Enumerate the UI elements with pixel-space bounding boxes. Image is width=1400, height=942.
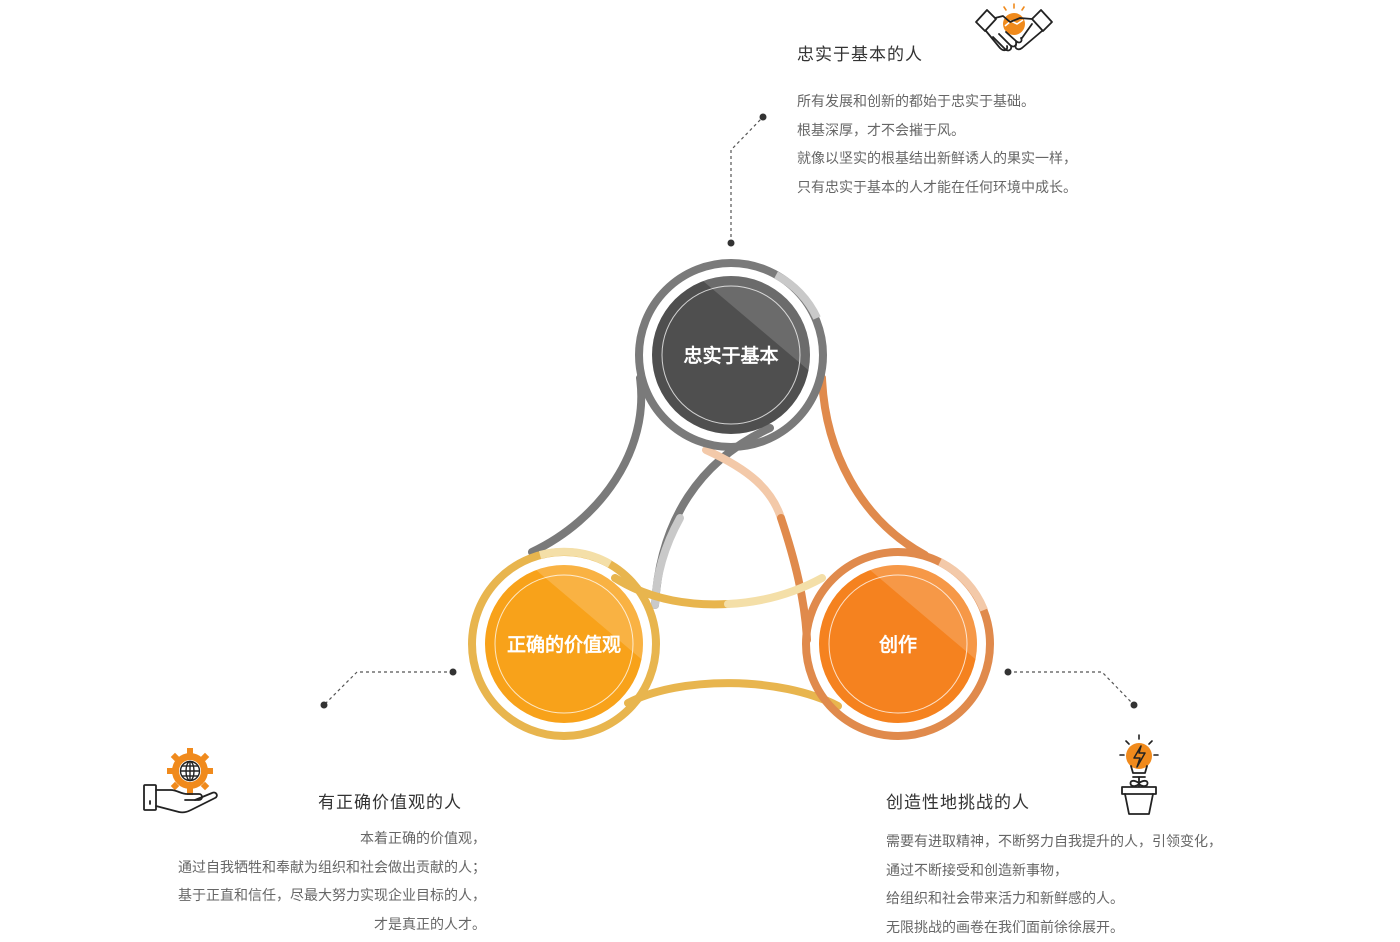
block-line: 通过自我牺牲和奉献为组织和社会做出贡献的人； — [120, 854, 486, 883]
block-line: 才是真正的人才。 — [120, 911, 486, 940]
block-right-values: 有正确价值观的人 本着正确的价值观， 通过自我牺牲和奉献为组织和社会做出贡献的人… — [120, 788, 486, 939]
block-line: 通过不断接受和创造新事物， — [886, 857, 1222, 886]
block-line: 根基深厚，才不会摧于风。 — [797, 117, 1077, 146]
block-line: 只有忠实于基本的人才能在任何环境中成长。 — [797, 174, 1077, 203]
leader-left — [324, 672, 453, 705]
node-right: 创作 — [806, 552, 990, 736]
ribbon-center-orange — [781, 518, 807, 640]
node-top: 忠实于基本 — [639, 263, 823, 447]
block-title: 创造性地挑战的人 — [886, 788, 1222, 813]
node-left: 正确的价值观 — [472, 552, 656, 736]
block-line: 所有发展和创新的都始于忠实于基础。 — [797, 88, 1077, 117]
ribbon-top-right-outer — [822, 378, 925, 555]
block-title: 有正确价值观的人 — [318, 788, 462, 813]
block-title: 忠实于基本的人 — [797, 40, 1077, 65]
leader-right — [1008, 672, 1134, 705]
block-line: 需要有进取精神，不断努力自我提升的人，引领变化， — [886, 828, 1222, 857]
block-loyal-to-basics: 忠实于基本的人 所有发展和创新的都始于忠实于基础。 根基深厚，才不会摧于风。 就… — [797, 40, 1077, 202]
node-left-label: 正确的价值观 — [507, 633, 621, 656]
block-line: 无限挑战的画卷在我们面前徐徐展开。 — [886, 914, 1222, 942]
block-line: 本着正确的价值观， — [120, 825, 486, 854]
leader-top — [731, 117, 763, 243]
block-line: 基于正直和信任，尽最大努力实现企业目标的人， — [120, 882, 486, 911]
node-top-label: 忠实于基本 — [683, 344, 778, 367]
block-creative-challenge: 创造性地挑战的人 需要有进取精神，不断努力自我提升的人，引领变化， 通过不断接受… — [886, 788, 1222, 942]
ribbon-top-left-outer — [532, 378, 641, 552]
block-line: 就像以坚实的根基结出新鲜诱人的果实一样， — [797, 145, 1077, 174]
node-right-label: 创作 — [878, 633, 917, 656]
block-line: 给组织和社会带来活力和新鲜感的人。 — [886, 885, 1222, 914]
ribbon-middle-pale — [728, 578, 822, 604]
ribbon-bottom — [628, 683, 838, 706]
